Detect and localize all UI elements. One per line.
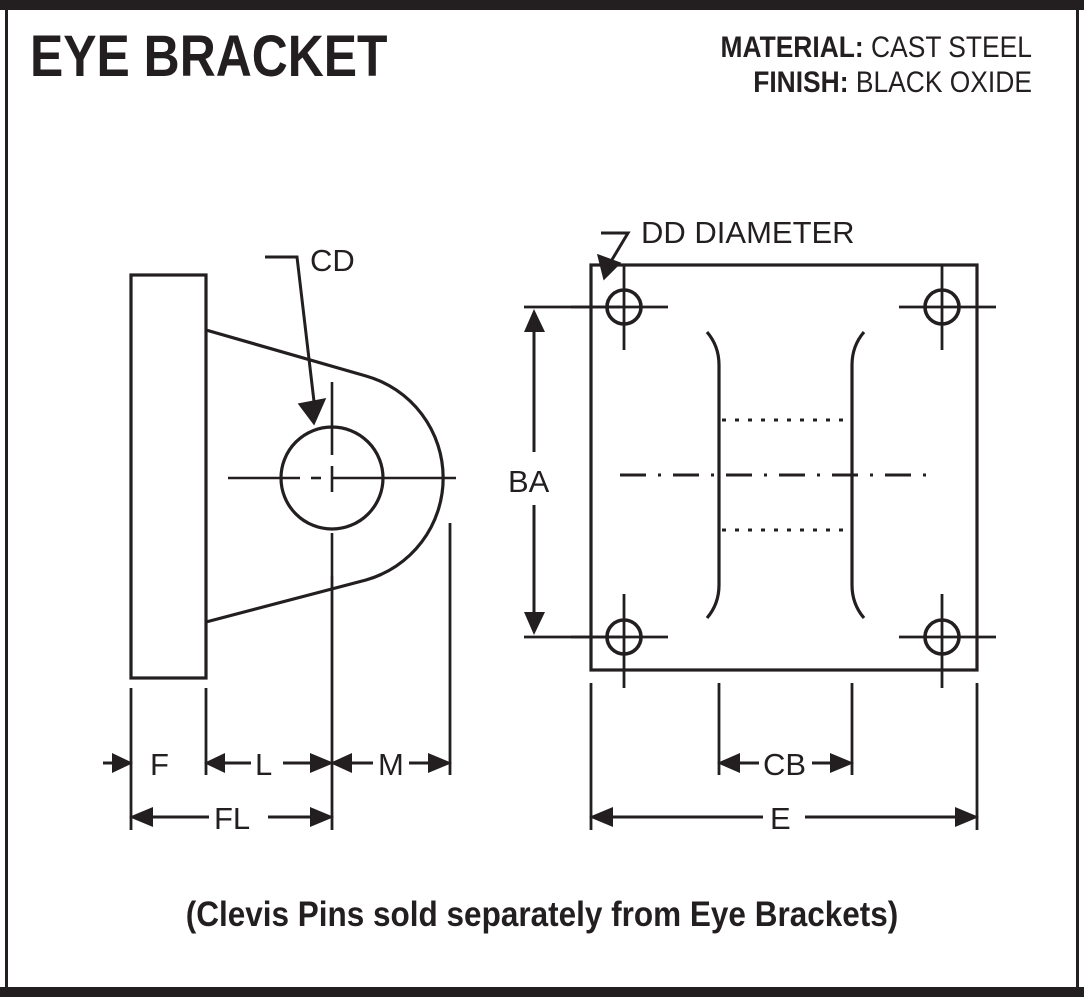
dim-arrow-e-left	[589, 807, 613, 827]
cd-leader-line	[265, 255, 317, 411]
sheet-left-border	[5, 10, 8, 987]
dim-label-l: L	[255, 747, 272, 782]
dim-arrow-m-right	[428, 753, 452, 773]
dim-label-m: M	[378, 747, 404, 782]
material-line: MATERIAL: CAST STEEL	[721, 30, 1032, 65]
finish-value: BLACK OXIDE	[855, 66, 1032, 100]
sheet-bottom-border	[0, 987, 1084, 997]
dd-leader-line	[601, 231, 631, 269]
front-view-plate-outline	[589, 263, 979, 672]
dim-arrow-m-left	[330, 753, 352, 773]
spec-block: MATERIAL: CAST STEEL FINISH: BLACK OXIDE	[678, 30, 1032, 101]
dim-arrow-ba-bottom	[524, 612, 545, 635]
finish-line: FINISH: BLACK OXIDE	[721, 65, 1032, 100]
cd-leader-arrowhead	[297, 397, 327, 426]
dim-arrow-l-right	[310, 753, 334, 773]
dim-label-fl: FL	[214, 801, 250, 836]
dd-diameter-label: DD DIAMETER	[641, 215, 855, 250]
sheet-right-border	[1076, 10, 1079, 987]
material-value: CAST STEEL	[871, 31, 1032, 64]
dim-arrow-l-left	[204, 753, 225, 773]
dim-label-ba: BA	[508, 464, 550, 499]
dim-arrow-fl-left	[129, 807, 153, 827]
dim-label-f: F	[150, 747, 169, 782]
sheet-top-border	[0, 0, 1084, 10]
cd-label: CD	[310, 243, 355, 278]
dim-label-e: E	[770, 801, 791, 836]
front-view-body-edge-left	[705, 330, 721, 620]
side-view-body-profile	[205, 328, 445, 624]
dim-arrow-cb-right	[830, 753, 854, 773]
dim-arrow-e-right	[955, 807, 979, 827]
dim-arrow-ba-top	[524, 309, 545, 332]
side-view: CD F L M FL	[103, 243, 456, 836]
dim-label-cb: CB	[763, 747, 806, 782]
dim-arrow-fl-right	[310, 807, 334, 827]
dd-leader-arrowhead	[596, 253, 622, 281]
material-label: MATERIAL:	[720, 31, 864, 64]
footnote-caption: (Clevis Pins sold separately from Eye Br…	[185, 895, 899, 934]
finish-label: FINISH:	[753, 66, 849, 100]
front-view: DD DIAMETER BA CB E	[508, 215, 996, 836]
side-view-flange-outline	[129, 273, 208, 680]
dim-arrow-cb-left	[717, 753, 740, 773]
page-title: EYE BRACKET	[30, 24, 388, 89]
dim-arrow-f-right	[112, 753, 133, 773]
